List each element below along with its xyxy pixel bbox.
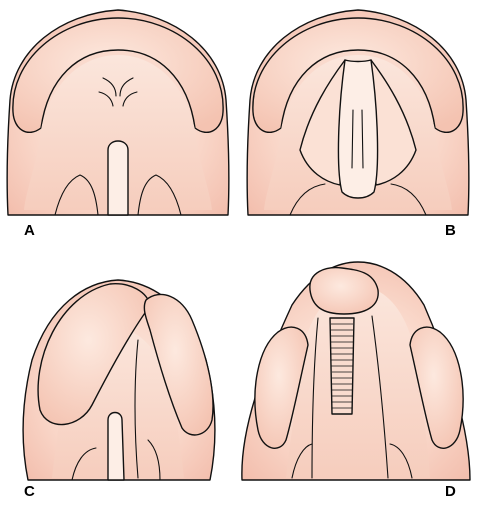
panel-c-right-shelf xyxy=(143,293,214,436)
panel-label-d: D xyxy=(445,483,456,500)
panel-c-tongue xyxy=(107,411,125,481)
panel-label-a: A xyxy=(24,222,35,239)
panel-a-right-fold xyxy=(137,174,182,216)
panel-a-upper-arch xyxy=(12,17,224,133)
panel-d-septum-hatching xyxy=(331,323,353,409)
panel-a-mark-right-inner xyxy=(122,91,138,107)
panel-d-inner-right-line xyxy=(371,315,389,479)
panel-d-right-fold xyxy=(389,443,413,479)
panel-a-tongue xyxy=(107,140,129,216)
panel-c-left-fold xyxy=(71,447,97,481)
panel-a-mark-left-outer xyxy=(102,77,117,97)
panel-d-inner-left-line xyxy=(311,317,319,479)
panel-b-upper-arch xyxy=(252,17,464,133)
panel-d-lower-floor xyxy=(286,286,430,478)
panel-c-right-fold xyxy=(147,439,161,481)
panel-b xyxy=(246,9,470,216)
panel-b-right-fold xyxy=(390,183,427,216)
panel-c-septum-line xyxy=(134,339,139,479)
panel-c xyxy=(22,279,216,481)
panel-a xyxy=(6,9,230,216)
panel-b-left-fold xyxy=(289,183,326,216)
panel-d-left-fold xyxy=(291,443,313,479)
panel-label-c: C xyxy=(24,483,35,500)
panel-b-septum-line-left xyxy=(351,109,354,169)
panel-d-left-shelf xyxy=(254,326,309,449)
panel-d-premaxilla xyxy=(309,266,379,315)
panel-b-tongue xyxy=(337,59,379,199)
panel-label-b: B xyxy=(445,222,456,239)
panel-d xyxy=(241,261,471,481)
panel-a-lower-floor xyxy=(24,55,212,210)
panel-a-mark-right-outer xyxy=(119,77,134,97)
panel-a-mark-left-inner xyxy=(98,91,114,107)
panel-d-right-shelf xyxy=(409,326,464,449)
panel-a-left-fold xyxy=(54,174,99,216)
panel-b-septum-line-right xyxy=(361,109,364,169)
